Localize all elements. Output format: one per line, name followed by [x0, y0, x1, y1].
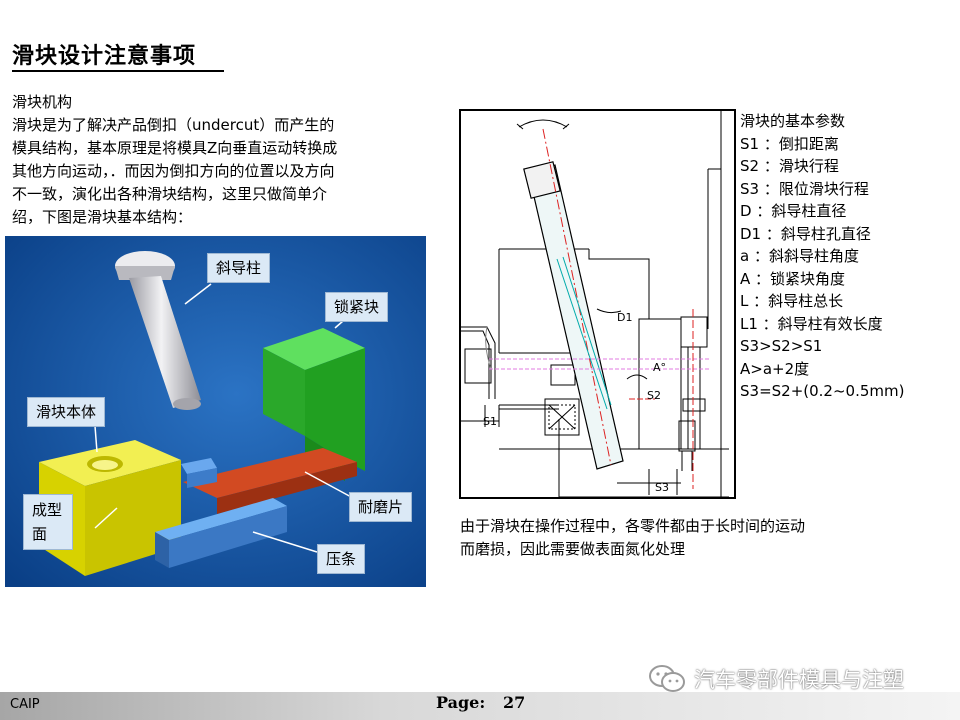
footer-bar — [0, 692, 960, 720]
intro-line: 滑块是为了解决产品倒扣（undercut）而产生的 — [12, 116, 335, 134]
slider-section-drawing: S1 S2 S3 D1 A° — [459, 109, 736, 499]
watermark: 汽车零部件模具与注塑 — [648, 662, 904, 696]
slider-structure-illustration: 斜导柱 锁紧块 滑块本体 成型 面 耐磨片 压条 — [5, 236, 426, 587]
page-number: 27 — [503, 693, 526, 712]
leader-lines — [94, 283, 354, 553]
dimension-marks — [461, 119, 681, 495]
label-s3: S3 — [655, 481, 669, 494]
angle-pin — [115, 251, 201, 410]
intro-line: 绍，下图是滑块基本结构： — [12, 208, 193, 226]
mold-outline — [461, 111, 729, 498]
note-line: 由于滑块在操作过程中，各零件都由于长时间的运动 — [460, 517, 806, 535]
param-line: S3>S2>S1 — [740, 337, 823, 355]
note-line: 而磨损，因此需要做表面氮化处理 — [460, 540, 686, 558]
leader-wear-plate — [304, 471, 354, 499]
param-line: S2 ：滑块行程 — [740, 157, 839, 175]
intro-line: 滑块机构 — [12, 93, 73, 111]
leader-angle-pin — [184, 283, 212, 305]
param-line: D ：斜导柱直径 — [740, 202, 847, 220]
section-drawing-svg: S1 S2 S3 D1 A° — [459, 109, 736, 499]
leader-slider-body — [94, 425, 98, 453]
intro-line: 模具结构，基本原理是将模具Z向垂直运动转换成 — [12, 139, 338, 157]
param-line: A ：锁紧块角度 — [740, 269, 846, 288]
param-line: a ：斜斜导柱角度 — [740, 247, 859, 265]
title-underline — [12, 70, 224, 72]
wear-plate — [183, 448, 357, 514]
intro-text: 滑块机构 滑块是为了解决产品倒扣（undercut）而产生的 模具结构，基本原理… — [12, 91, 422, 229]
gib-small — [181, 458, 217, 488]
centerlines — [629, 309, 694, 489]
callout-slider-body: 滑块本体 — [27, 397, 106, 427]
label-s1: S1 — [483, 415, 497, 428]
gib-long — [155, 498, 287, 568]
callout-gib: 压条 — [317, 544, 366, 574]
wechat-icon — [649, 665, 685, 692]
leader-molding-face — [94, 507, 118, 529]
param-line: L1 ：斜导柱有效长度 — [740, 314, 883, 333]
label-a-angle: A° — [653, 361, 666, 374]
page-title: 滑块设计注意事项 — [12, 43, 197, 69]
callout-angle-pin: 斜导柱 — [207, 253, 271, 283]
callout-molding-face: 成型 面 — [23, 494, 74, 550]
label-s2: S2 — [647, 389, 661, 402]
slider-body — [39, 440, 181, 576]
param-line: S3 ：限位滑块行程 — [740, 179, 869, 198]
locking-block — [263, 328, 365, 481]
slider-parameters: 滑块的基本参数 S1 ：倒扣距离 S2 ：滑块行程 S3 ：限位滑块行程 D ：… — [740, 110, 955, 403]
label-d1: D1 — [617, 311, 632, 324]
callout-locking-block: 锁紧块 — [325, 292, 389, 322]
page-label: Page: — [436, 693, 486, 712]
maintenance-note: 由于滑块在操作过程中，各零件都由于长时间的运动 而磨损，因此需要做表面氮化处理 — [460, 515, 910, 561]
watermark-text: 汽车零部件模具与注塑 — [694, 668, 904, 692]
param-line: S3=S2+(0.2~0.5mm) — [740, 382, 905, 400]
intro-line: 不一致，演化出各种滑块结构，这里只做简单介 — [12, 185, 328, 203]
callout-wear-plate: 耐磨片 — [349, 492, 413, 522]
param-line: 滑块的基本参数 — [740, 112, 846, 130]
leader-gib — [252, 531, 318, 553]
parting-line — [489, 358, 709, 370]
intro-line: 其他方向运动，．而因为倒扣方向的位置以及方向 — [12, 162, 335, 180]
param-line: D1 ：斜导柱孔直径 — [740, 224, 871, 243]
param-line: A>a+2度 — [740, 359, 810, 378]
param-line: S1 ：倒扣距离 — [740, 134, 839, 153]
param-line: L ：斜导柱总长 — [740, 292, 844, 310]
footer-org: CAIP — [10, 697, 40, 712]
angle-pin-section — [523, 128, 624, 470]
